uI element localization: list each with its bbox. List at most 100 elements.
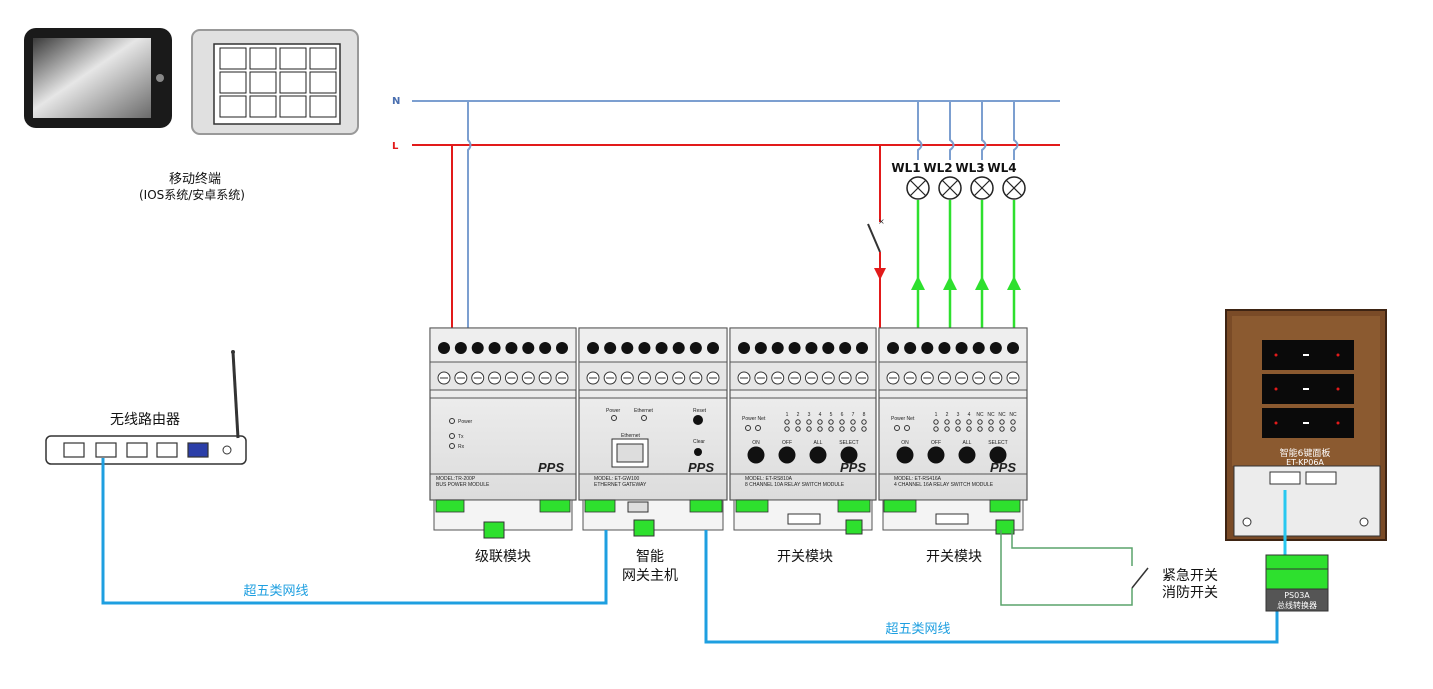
channel-label: 5 bbox=[830, 412, 833, 418]
channel-led bbox=[784, 419, 790, 425]
channel-label: 3 bbox=[957, 412, 960, 418]
converter-name: 总线转换器 bbox=[1277, 600, 1317, 610]
terminal-screw bbox=[856, 342, 868, 354]
channel-led bbox=[861, 419, 867, 425]
module-button-label: SELECT bbox=[839, 440, 858, 446]
converter-model: PS03A bbox=[1284, 591, 1310, 600]
cascade-brand: PPS bbox=[538, 460, 564, 475]
module-button[interactable] bbox=[958, 446, 976, 464]
tablet-icon bbox=[24, 28, 172, 128]
module-button[interactable] bbox=[927, 446, 945, 464]
channel-led bbox=[1010, 419, 1016, 425]
terminal-screws bbox=[437, 342, 1020, 385]
terminal-screw bbox=[707, 342, 719, 354]
channel-label: 4 bbox=[819, 412, 822, 418]
terminal-screw bbox=[904, 342, 917, 354]
channel-led bbox=[806, 426, 812, 432]
cable-gateway-converter bbox=[704, 530, 1279, 644]
channel-label: 1 bbox=[786, 412, 789, 418]
module-button[interactable] bbox=[989, 446, 1007, 464]
module-button-label: ALL bbox=[814, 440, 823, 446]
channel-led bbox=[988, 426, 994, 432]
channel-led bbox=[933, 419, 939, 425]
lamp-label-4: WL4 bbox=[987, 161, 1016, 175]
terminal-screw bbox=[655, 342, 668, 354]
gateway-label-2: 网关主机 bbox=[622, 568, 678, 584]
module-button-label: OFF bbox=[931, 440, 941, 446]
switch1-label: 开关模块 bbox=[777, 549, 833, 565]
cascade-model: MODEL:TR-200P bbox=[436, 476, 476, 482]
channel-led bbox=[1010, 426, 1016, 432]
gateway-reset: Reset bbox=[693, 408, 707, 414]
channel-label: 1 bbox=[935, 412, 938, 418]
touch-panel-icon bbox=[191, 29, 359, 135]
module-button[interactable] bbox=[809, 446, 827, 464]
sw1-sub: 8 CHANNEL 10A RELAY SWITCH MODULE bbox=[745, 482, 845, 488]
channel-label: 4 bbox=[968, 412, 971, 418]
gateway-led-power: Power bbox=[606, 408, 621, 414]
neutral-label: N bbox=[392, 96, 400, 107]
channel-label: 7 bbox=[852, 412, 855, 418]
channel-led bbox=[977, 426, 983, 432]
module-button-label: OFF bbox=[782, 440, 792, 446]
channel-led bbox=[817, 419, 823, 425]
module-button-label: ON bbox=[901, 440, 909, 446]
terminal-screw bbox=[771, 342, 784, 354]
channel-led bbox=[839, 426, 845, 432]
terminal-screw bbox=[738, 342, 750, 354]
channel-label: 2 bbox=[946, 412, 949, 418]
terminal-screw bbox=[822, 342, 835, 354]
channel-led bbox=[806, 419, 812, 425]
terminal-screw bbox=[638, 342, 651, 354]
channel-label: 2 bbox=[797, 412, 800, 418]
terminal-screw bbox=[438, 342, 450, 354]
terminal-screw bbox=[488, 342, 501, 354]
terminal-screw bbox=[604, 342, 617, 354]
live-label: L bbox=[392, 141, 399, 152]
terminal-screw bbox=[1007, 342, 1019, 354]
mobile-sublabel: (IOS系统/安卓系统) bbox=[139, 187, 245, 202]
cable-label-2: 超五类网线 bbox=[885, 622, 950, 637]
sw2-model: MODEL: ET-RS416A bbox=[894, 476, 942, 482]
terminal-screw bbox=[788, 342, 801, 354]
terminal-screw bbox=[989, 342, 1002, 354]
cascade-led-tx: Tx bbox=[458, 434, 464, 440]
module-button-label: ALL bbox=[963, 440, 972, 446]
module-button[interactable] bbox=[896, 446, 914, 464]
module-button[interactable] bbox=[840, 446, 858, 464]
module-button[interactable] bbox=[747, 446, 765, 464]
channel-led bbox=[784, 426, 790, 432]
cascade-led-power: Power bbox=[458, 419, 473, 425]
channel-led bbox=[977, 419, 983, 425]
sw1-power-net: Power Net bbox=[742, 416, 766, 422]
mobile-label: 移动终端 bbox=[169, 171, 221, 187]
cascade-sub: BUS POWER MODULE bbox=[436, 482, 490, 488]
switch2-label: 开关模块 bbox=[926, 549, 982, 565]
terminal-screw bbox=[539, 342, 552, 354]
panel-name: 智能6键面板 bbox=[1280, 447, 1331, 459]
cable-router-gateway bbox=[101, 458, 608, 605]
terminal-screw bbox=[754, 342, 767, 354]
channel-led bbox=[955, 419, 961, 425]
keypad-panel bbox=[1225, 309, 1387, 541]
svg-text:×: × bbox=[878, 217, 885, 226]
channel-led bbox=[966, 419, 972, 425]
channel-led bbox=[944, 426, 950, 432]
channel-led bbox=[861, 426, 867, 432]
bus-converter bbox=[1265, 554, 1329, 612]
cascade-led-rx: Rx bbox=[458, 444, 465, 450]
sw2-power-net: Power Net bbox=[891, 416, 915, 422]
gateway-label-1: 智能 bbox=[636, 549, 664, 565]
terminal-screw bbox=[938, 342, 951, 354]
cable-label-1: 超五类网线 bbox=[243, 584, 308, 599]
cascade-label: 级联模块 bbox=[475, 549, 531, 565]
module-button-label: ON bbox=[752, 440, 760, 446]
emergency-label-1: 紧急开关 bbox=[1162, 568, 1218, 584]
terminal-screw bbox=[556, 342, 568, 354]
terminal-screw bbox=[454, 342, 467, 354]
module-button[interactable] bbox=[778, 446, 796, 464]
terminal-screw bbox=[672, 342, 685, 354]
panel-model: ET-KP06A bbox=[1286, 458, 1324, 467]
channel-label: NC bbox=[987, 412, 995, 418]
